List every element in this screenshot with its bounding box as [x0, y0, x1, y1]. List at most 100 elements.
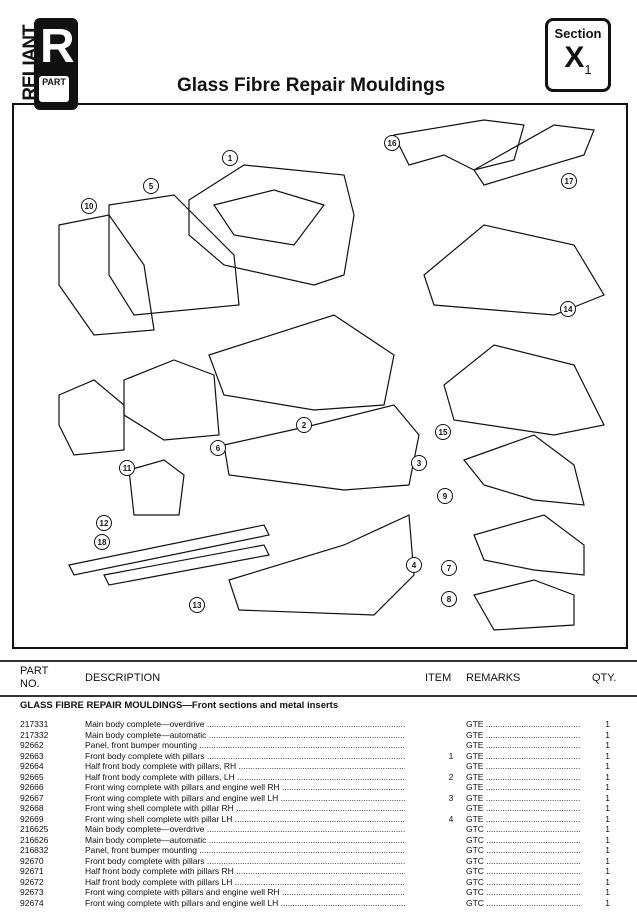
sill-insert-part: [103, 544, 270, 586]
part-number: 92671: [20, 866, 44, 876]
remarks: GTE: [466, 719, 580, 730]
part-description: Front body complete with pillars: [85, 751, 405, 762]
part-number: 216832: [20, 845, 49, 855]
remarks: GTC: [466, 845, 580, 856]
nose-part: [128, 459, 185, 516]
part-number: 92665: [20, 771, 44, 782]
floor-pan-part: [423, 224, 605, 316]
part-number: 92670: [20, 855, 44, 866]
item-number: 1: [448, 750, 454, 761]
part-description: Front wing complete with pillars and eng…: [85, 898, 405, 909]
remarks: GTC: [466, 866, 580, 877]
quantity: 1: [605, 729, 610, 740]
quantity: 1: [605, 897, 610, 908]
part-description: Half front body complete with pillars, R…: [85, 761, 405, 772]
callout-5: 5: [143, 178, 159, 194]
reliant-logo: RELIANT R PART: [12, 18, 78, 110]
front-section-part: [58, 214, 155, 336]
callout-11: 11: [119, 460, 135, 476]
exploded-parts-diagram: 1 16 17 5 10 14 2 15 6 3 11 9 12 18 7 4 …: [12, 103, 628, 649]
half-body-part: [208, 314, 395, 411]
quantity: 1: [605, 750, 610, 761]
quantity: 1: [605, 803, 610, 813]
remarks: GTE: [466, 782, 580, 793]
table-row: 92674 Front wing complete with pillars an…: [0, 898, 637, 909]
callout-14: 14: [560, 301, 576, 317]
part-description: Panel, front bumper mounting: [85, 845, 405, 856]
part-number: 92668: [20, 803, 44, 813]
front-section-part: [123, 359, 220, 441]
half-front-body-part: [108, 194, 240, 316]
quantity: 1: [605, 813, 610, 824]
part-number: 92672: [20, 876, 44, 887]
logo-badge: R PART: [34, 18, 78, 110]
quantity: 1: [605, 761, 610, 771]
quantity: 1: [605, 740, 610, 750]
remarks: GTE: [466, 761, 580, 772]
front-panel-part: [58, 379, 125, 456]
table-row: 216832 Panel, front bumper mounting GTC 1: [0, 845, 637, 856]
front-wing-part: [223, 404, 420, 491]
callout-2: 2: [296, 417, 312, 433]
remarks: GTE: [466, 803, 580, 814]
quantity: 1: [605, 887, 610, 897]
part-description: Main body complete—automatic: [85, 835, 405, 846]
callout-4: 4: [406, 557, 422, 573]
remarks: GTE: [466, 740, 580, 751]
part-number: 92666: [20, 782, 44, 792]
callout-10: 10: [81, 198, 97, 214]
callout-18: 18: [94, 534, 110, 550]
part-description: Front wing complete with pillars and eng…: [85, 793, 405, 804]
callout-6: 6: [210, 440, 226, 456]
header-item: ITEM: [425, 672, 452, 684]
remarks: GTC: [466, 835, 580, 846]
remarks: GTE: [466, 772, 580, 783]
item-number: 3: [448, 792, 454, 803]
floor-part: [443, 344, 605, 436]
item-number: 4: [448, 813, 454, 824]
remarks: GTE: [466, 814, 580, 825]
callout-17: 17: [561, 173, 577, 189]
part-number: 216625: [20, 824, 49, 834]
quantity: 1: [605, 855, 610, 866]
section-box: Section X1: [545, 18, 611, 92]
part-number: 92664: [20, 761, 44, 771]
part-number: 92674: [20, 897, 44, 908]
callout-1: 1: [222, 150, 238, 166]
remarks: GTC: [466, 856, 580, 867]
callout-12: 12: [96, 515, 112, 531]
sill-part: [68, 524, 270, 576]
parts-illustration: [58, 119, 605, 631]
header-part-no-2: NO.: [20, 678, 40, 690]
part-description: Main body complete—automatic: [85, 730, 405, 741]
quantity: 1: [605, 845, 610, 855]
callout-15: 15: [435, 424, 451, 440]
part-description: Front wing shell complete with pillar LH: [85, 814, 405, 825]
remarks: GTC: [466, 887, 580, 898]
part-number: 216626: [20, 834, 49, 845]
table-header: PART NO. DESCRIPTION ITEM REMARKS QTY.: [0, 660, 637, 697]
quantity: 1: [605, 834, 610, 845]
inner-panel-part: [393, 119, 525, 171]
wing-shell-part: [228, 514, 415, 616]
part-number: 217332: [20, 729, 49, 740]
part-description: Main body complete—overdrive: [85, 824, 405, 835]
section-label: Section: [554, 26, 602, 41]
wheel-arch-part: [473, 579, 575, 631]
header-part-no-1: PART: [20, 665, 49, 677]
callout-16: 16: [384, 135, 400, 151]
callout-13: 13: [189, 597, 205, 613]
table-subheading: GLASS FIBRE REPAIR MOULDINGS—Front secti…: [20, 700, 339, 711]
part-number: 217331: [20, 719, 49, 729]
